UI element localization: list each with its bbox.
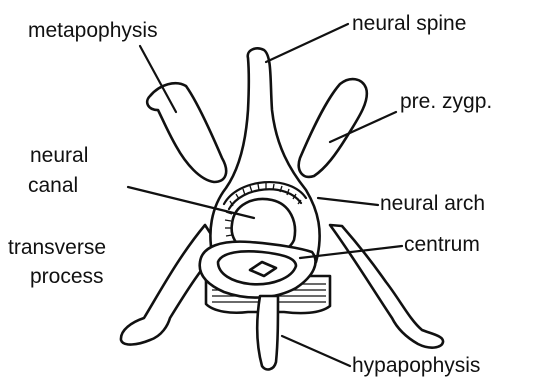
label-neural-arch: neural arch bbox=[380, 192, 485, 215]
hypapophysis-shape bbox=[257, 296, 278, 369]
right-pre-zygapophysis bbox=[299, 79, 367, 177]
label-transverse: transverse bbox=[8, 236, 106, 259]
label-neural-spine: neural spine bbox=[352, 12, 466, 35]
label-hypapophysis: hypapophysis bbox=[352, 354, 480, 377]
label-pre-zygp: pre. zygp. bbox=[400, 90, 492, 113]
left-metapophysis bbox=[147, 83, 226, 182]
label-canal: canal bbox=[28, 174, 78, 197]
leader-neural-spine bbox=[266, 24, 348, 62]
label-centrum: centrum bbox=[404, 233, 480, 256]
leader-hypapophysis bbox=[282, 336, 350, 366]
label-process: process bbox=[30, 265, 104, 288]
label-neural: neural bbox=[30, 144, 88, 167]
label-metapophysis: metapophysis bbox=[28, 19, 158, 42]
leader-neural-arch bbox=[318, 198, 378, 205]
